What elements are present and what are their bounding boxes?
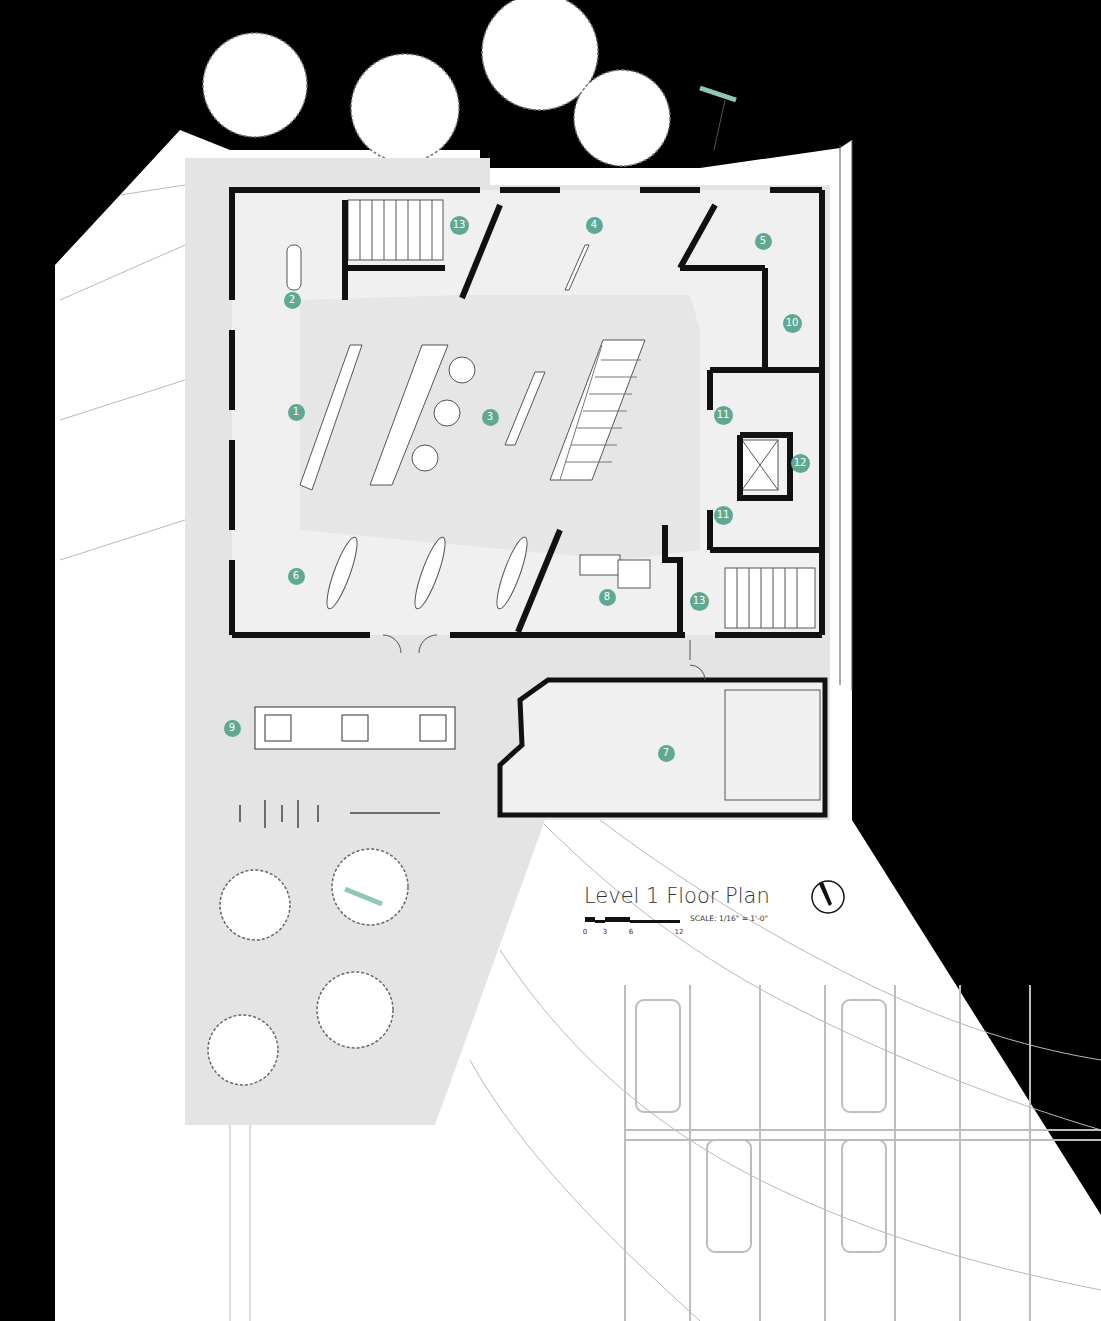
scale-number: 12 [675,928,684,936]
callout-number: 8 [604,592,610,602]
callout-number: 13 [693,596,706,606]
callout-number: 11 [717,410,730,420]
callout-circle: 7 [658,745,675,762]
callout-circle: 8 [599,589,616,606]
callout-circle: 11 [714,406,733,425]
callout-circle: 2 [284,292,301,309]
callout-number: 5 [760,236,766,246]
callout-number: 13 [453,220,466,230]
callout-circle: 13 [450,216,469,235]
callout-number: 10 [786,318,799,328]
scale-number: 3 [603,928,607,936]
callout-circle: 6 [288,568,305,585]
scale-number: 6 [629,928,633,936]
scale-number: 0 [583,928,587,936]
plan-title: Level 1 Floor Plan [584,884,770,908]
callout-circle: 1 [288,404,305,421]
callout-number: 2 [289,295,295,305]
callout-number: 1 [293,407,299,417]
callout-number: 9 [229,723,235,733]
callout-number: 6 [293,571,299,581]
callout-circle: 12 [791,454,810,473]
callout-circle: 11 [714,506,733,525]
callout-circle: 4 [586,217,603,234]
callout-number: 11 [717,510,730,520]
callout-circle: 5 [755,233,772,250]
callout-circle: 9 [224,720,241,737]
callout-number: 12 [794,458,807,468]
callout-circle: 13 [690,592,709,611]
callout-circle: 3 [482,409,499,426]
scale-note: SCALE: 1/16" = 1'-0" [690,914,768,923]
callout-number: 4 [591,220,597,230]
callout-circle: 10 [783,314,802,333]
callout-number: 3 [487,412,493,422]
callout-number: 7 [663,748,669,758]
